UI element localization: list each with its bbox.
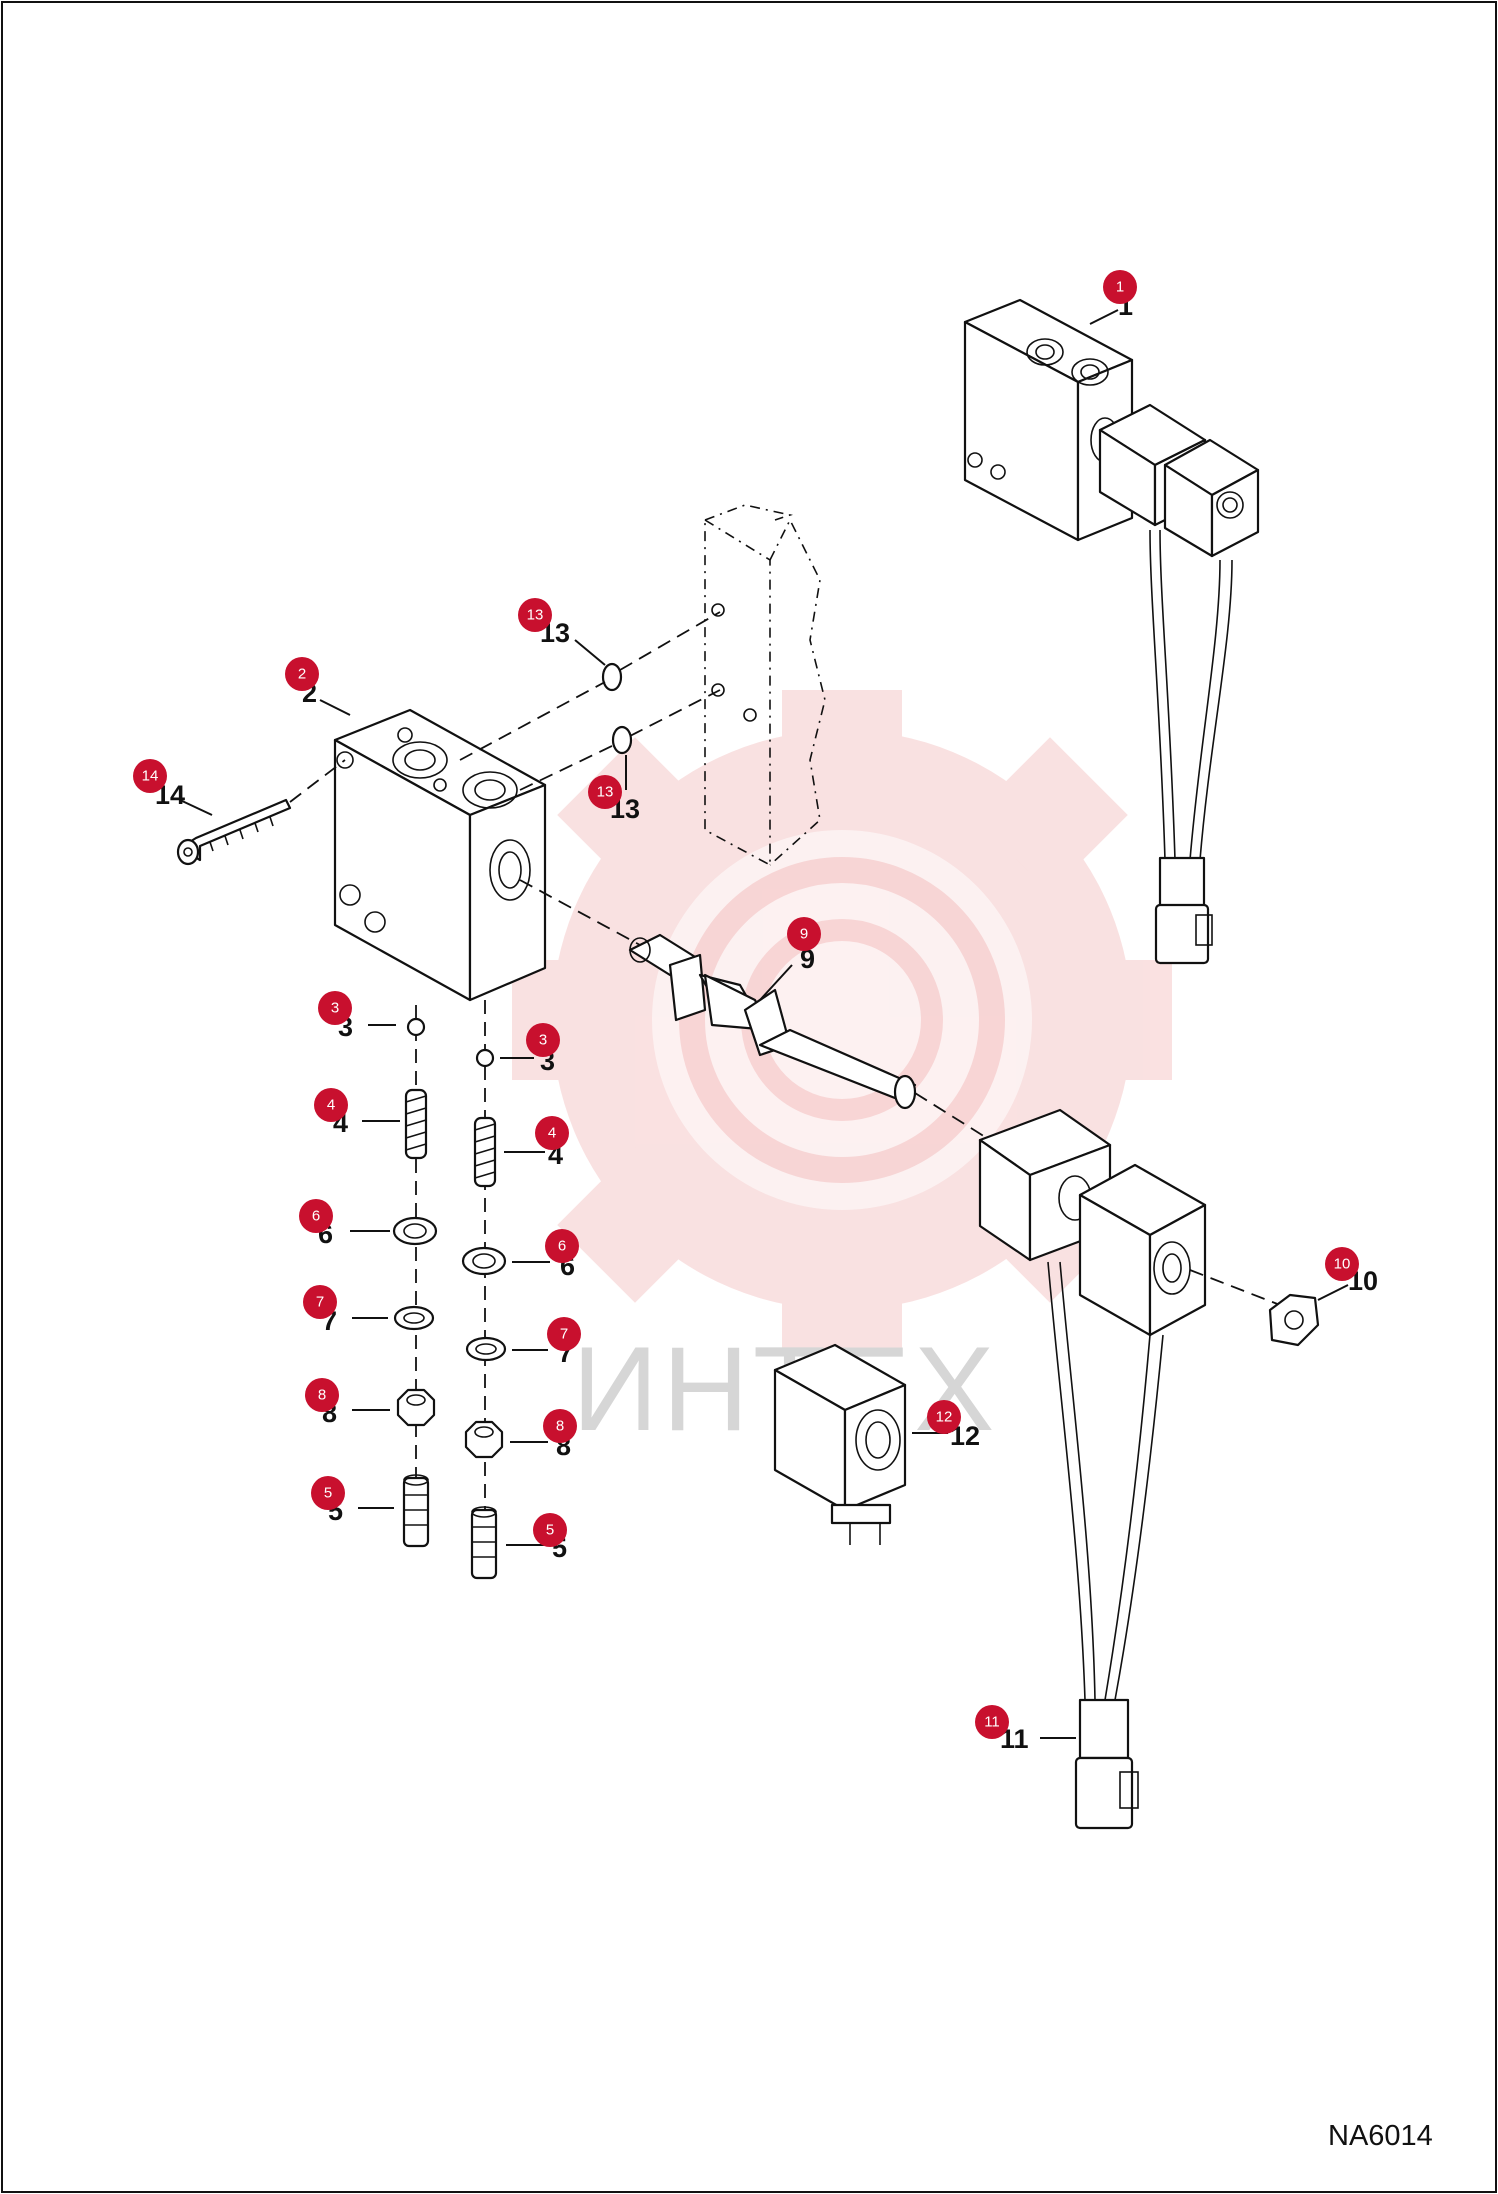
callout-5-right[interactable]: 5 5 — [506, 1513, 567, 1563]
callout-4-left-badge: 4 — [327, 1097, 335, 1114]
part-13-o-ring-upper — [601, 662, 623, 692]
callout-8-left[interactable]: 8 8 — [305, 1378, 390, 1428]
callout-1[interactable]: 1 1 — [1089, 270, 1137, 325]
callout-10-badge: 10 — [1334, 1256, 1351, 1273]
part-7-washer-right — [465, 1336, 507, 1362]
callout-3-right-badge: 3 — [539, 1032, 547, 1049]
callout-8-left-badge: 8 — [318, 1387, 326, 1404]
callout-12-badge: 12 — [936, 1409, 953, 1426]
callout-1-badge: 1 — [1116, 279, 1124, 296]
part-12-solenoid-coil — [773, 1343, 907, 1545]
callout-8-right-badge: 8 — [556, 1418, 564, 1435]
part-5-plug-left — [402, 1474, 430, 1548]
callout-5-right-badge: 5 — [546, 1522, 554, 1539]
callout-7-right-badge: 7 — [560, 1326, 568, 1343]
part-4-spring-left — [404, 1088, 428, 1160]
callout-5-left-badge: 5 — [324, 1485, 332, 1502]
callout-9[interactable]: 9 9 — [759, 917, 821, 1001]
callout-2[interactable]: 2 2 — [285, 657, 351, 716]
callout-4-right-badge: 4 — [548, 1125, 556, 1142]
callout-9-number: 9 — [800, 944, 815, 974]
callout-13-upper-badge: 13 — [527, 607, 544, 624]
callout-11[interactable]: 11 11 — [975, 1705, 1076, 1754]
mounting-housing-phantom — [704, 504, 826, 867]
callout-11-badge: 11 — [984, 1714, 1000, 1731]
watermark-gear-logo — [512, 690, 1172, 1350]
callout-7-left[interactable]: 7 7 — [303, 1285, 388, 1336]
part-10-nut — [1268, 1293, 1320, 1347]
callout-3-right[interactable]: 3 3 — [500, 1023, 560, 1076]
callout-4-left[interactable]: 4 4 — [314, 1088, 400, 1138]
callout-3-left[interactable]: 3 3 — [318, 991, 396, 1042]
callout-5-left[interactable]: 5 5 — [311, 1476, 394, 1526]
callout-6-left[interactable]: 6 6 — [299, 1199, 390, 1249]
callout-13-lower-badge: 13 — [597, 784, 614, 801]
callout-6-right-badge: 6 — [558, 1238, 566, 1255]
part-6-seat-right — [461, 1246, 507, 1276]
part-13-o-ring-lower — [611, 725, 633, 755]
part-11-solenoid-harness — [978, 1108, 1207, 1830]
callout-2-badge: 2 — [298, 666, 306, 683]
part-7-washer-left — [393, 1305, 435, 1331]
callout-14-badge: 14 — [142, 768, 159, 785]
callout-10[interactable]: 10 10 — [1317, 1247, 1378, 1301]
callout-8-right[interactable]: 8 8 — [510, 1409, 577, 1461]
callout-7-right[interactable]: 7 7 — [512, 1317, 581, 1368]
part-8-nut-right — [464, 1420, 504, 1459]
part-6-seat-left — [392, 1216, 438, 1246]
callout-13-lower[interactable]: 13 13 — [588, 755, 640, 824]
callout-13-upper[interactable]: 13 13 — [518, 598, 606, 666]
part-2-valve-body — [333, 708, 547, 1002]
callout-6-right[interactable]: 6 6 — [512, 1229, 579, 1281]
part-5-plug-right — [470, 1506, 498, 1580]
part-9-valve-cartridge — [628, 933, 917, 1110]
part-8-nut-left — [396, 1388, 436, 1427]
callout-12[interactable]: 12 12 — [912, 1400, 980, 1451]
part-4-spring-right — [473, 1116, 497, 1188]
callout-4-right[interactable]: 4 4 — [504, 1116, 569, 1170]
part-3-ball-left — [406, 1017, 426, 1037]
callout-7-left-badge: 7 — [316, 1294, 324, 1311]
callout-14[interactable]: 14 14 — [133, 759, 213, 816]
callout-9-badge: 9 — [800, 926, 808, 943]
drawing-code: NA6014 — [1328, 2120, 1433, 2152]
part-14-socket-bolt — [176, 798, 292, 866]
part-1-valve-assembly — [963, 298, 1260, 965]
callout-6-left-badge: 6 — [312, 1208, 320, 1225]
part-3-ball-right — [475, 1048, 495, 1068]
callout-3-left-badge: 3 — [331, 1000, 339, 1017]
